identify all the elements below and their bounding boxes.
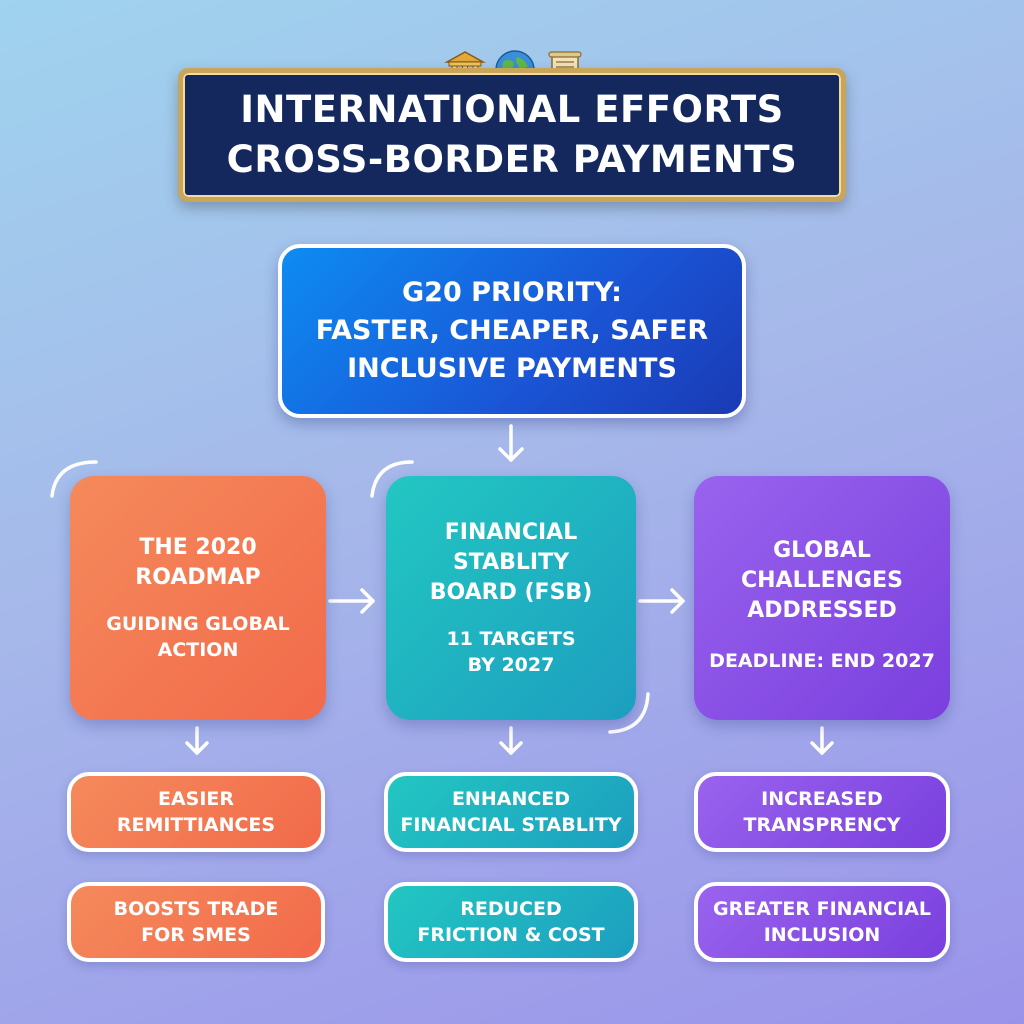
outcome-line-2: TRANSPRENCY xyxy=(743,814,901,836)
roadmap-title-1: THE 2020 xyxy=(139,535,257,560)
outcome-line-2: INCLUSION xyxy=(763,924,881,946)
fsb-title-1: FINANCIAL xyxy=(444,520,578,545)
global-subtitle-1: DEADLINE: END 2027 xyxy=(709,650,935,672)
arrow-fsb-down xyxy=(499,726,523,755)
title-banner: INTERNATIONAL EFFORTS CROSS-BORDER PAYME… xyxy=(178,68,846,202)
fsb-subtitle-1: 11 TARGETS xyxy=(446,628,576,650)
outcome-enhanced-stability: ENHANCED FINANCIAL STABLITY xyxy=(384,772,638,852)
outcome-increased-transparency: INCREASED TRANSPRENCY xyxy=(694,772,950,852)
roadmap-card: THE 2020 ROADMAP GUIDING GLOBAL ACTION xyxy=(70,476,326,720)
outcome-reduced-friction: REDUCED FRICTION & COST xyxy=(384,882,638,962)
fsb-title-3: BOARD (FSB) xyxy=(429,580,593,605)
arrow-fsb-to-global xyxy=(638,588,685,614)
priority-line-2: FASTER, CHEAPER, SAFER xyxy=(315,315,709,346)
arrow-global-down xyxy=(810,726,834,755)
outcome-boosts-trade: BOOSTS TRADE FOR SMES xyxy=(67,882,325,962)
outcome-line-1: INCREASED xyxy=(761,788,883,810)
title-line-2: CROSS-BORDER PAYMENTS xyxy=(226,138,798,181)
outcome-line-1: GREATER FINANCIAL xyxy=(713,898,931,920)
roadmap-title-2: ROADMAP xyxy=(135,565,261,590)
fsb-card: FINANCIAL STABLITY BOARD (FSB) 11 TARGET… xyxy=(386,476,636,720)
g20-priority-box: G20 PRIORITY: FASTER, CHEAPER, SAFER INC… xyxy=(278,244,746,418)
outcome-line-1: BOOSTS TRADE xyxy=(113,898,279,920)
fsb-title-2: STABLITY xyxy=(452,550,570,575)
outcome-line-1: EASIER xyxy=(157,788,235,810)
priority-line-3: INCLUSIVE PAYMENTS xyxy=(347,353,677,384)
outcome-line-1: REDUCED xyxy=(460,898,562,920)
outcome-line-2: FRICTION & COST xyxy=(417,924,605,946)
outcome-line-1: ENHANCED xyxy=(451,788,571,810)
outcome-line-2: FOR SMES xyxy=(141,924,251,946)
roadmap-subtitle-1: GUIDING GLOBAL xyxy=(106,613,290,635)
arrow-roadmap-down xyxy=(185,726,209,755)
outcome-easier-remittances: EASIER REMITTIANCES xyxy=(67,772,325,852)
outcome-line-2: REMITTIANCES xyxy=(116,814,276,836)
global-title-1: GLOBAL CHALLENGES xyxy=(741,538,903,593)
fsb-subtitle-2: BY 2027 xyxy=(467,654,555,676)
title-line-1: INTERNATIONAL EFFORTS xyxy=(240,88,784,131)
outcome-greater-inclusion: GREATER FINANCIAL INCLUSION xyxy=(694,882,950,962)
priority-line-1: G20 PRIORITY: xyxy=(402,277,622,308)
global-challenges-card: GLOBAL CHALLENGES ADDRESSED DEADLINE: EN… xyxy=(694,476,950,720)
roadmap-subtitle-2: ACTION xyxy=(157,639,239,661)
outcome-line-2: FINANCIAL STABLITY xyxy=(400,814,622,836)
arrow-priority-to-fsb xyxy=(498,424,524,462)
global-title-2: ADDRESSED xyxy=(747,598,897,623)
arrow-roadmap-to-fsb xyxy=(328,588,375,614)
